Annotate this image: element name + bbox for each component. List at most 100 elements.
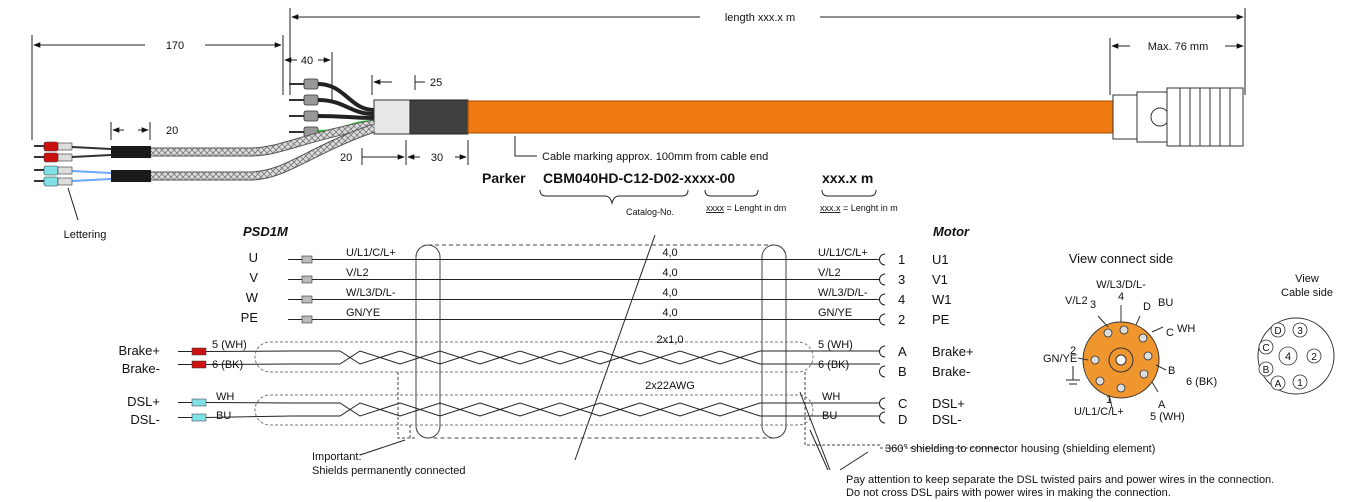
- psd-title: PSD1M: [243, 224, 289, 239]
- motor-pin-2: 2: [898, 312, 905, 327]
- shield-connections: [397, 372, 1000, 449]
- length-label: length xxx.x m: [725, 12, 795, 24]
- motor-label-u1: U1: [932, 252, 949, 267]
- vcable-pin-2: 2: [1311, 352, 1317, 363]
- dimension-length: length xxx.x m: [289, 8, 1246, 95]
- strip-25-label: 25: [430, 77, 442, 89]
- wire-row-v: V V/L2 4,0 V/L2 3 V1: [249, 267, 948, 287]
- dsl-gauge: 2x22AWG: [645, 380, 695, 392]
- motor-pin-a: A: [898, 344, 907, 359]
- vc-pin-5wh: 5 (WH): [1150, 411, 1185, 423]
- vcable-pin-b: B: [1263, 365, 1270, 376]
- vc-pin-gnye: GN/YE: [1043, 353, 1077, 365]
- motor-pin-d: D: [898, 412, 907, 427]
- cable-body: [373, 99, 1114, 135]
- dsl-wire-wh: WH: [216, 391, 234, 403]
- vc-pin-wh: WH: [1177, 323, 1195, 335]
- strip-20-mid-label: 20: [340, 152, 352, 164]
- motor-connector: [1112, 87, 1244, 147]
- vc-pin-v: V/L2: [1065, 295, 1088, 307]
- gauge-u: 4,0: [662, 247, 677, 259]
- motor-pin-b: B: [898, 364, 907, 379]
- gauge-pe: 4,0: [662, 307, 677, 319]
- brake-gauge: 2x1,0: [657, 334, 684, 346]
- brake-wire-6bk-right: 6 (BK): [818, 359, 849, 371]
- motor-label-w1: W1: [932, 292, 952, 307]
- psd-brake-minus: Brake-: [122, 361, 160, 376]
- motor-title: Motor: [933, 224, 970, 239]
- motor-label-pe: PE: [932, 312, 950, 327]
- wire-label-v-right: V/L2: [818, 267, 841, 279]
- motor-pin-3: 3: [898, 272, 905, 287]
- motor-brake-plus: Brake+: [932, 344, 974, 359]
- max-connector-label: Max. 76 mm: [1148, 41, 1209, 53]
- vcable-pin-1: 1: [1297, 378, 1303, 389]
- motor-pin-4: 4: [898, 292, 905, 307]
- view-cable-title-2: Cable side: [1281, 287, 1333, 299]
- brake-pair: 2x1,0 Brake+ Brake- 5 (WH) 6 (BK) 5 (WH)…: [118, 334, 973, 379]
- vc-pin-a: A: [1158, 399, 1166, 411]
- vc-pin-w: W/L3/D/L-: [1096, 279, 1146, 291]
- strip-30-label: 30: [431, 152, 443, 164]
- vc-pin-c: C: [1166, 327, 1174, 339]
- catalog-label: Catalog-No.: [626, 207, 674, 217]
- brake-wire-5wh-right: 5 (WH): [818, 339, 853, 351]
- vc-pin-b: B: [1168, 365, 1175, 377]
- dsl-pair: 2x22AWG DSL+ DSL- WH BU WH BU C D DSL+ D…: [127, 380, 965, 427]
- dimension-170: 170: [31, 35, 284, 140]
- attention-note-2: Do not cross DSL pairs with power wires …: [846, 487, 1171, 499]
- vc-pin-4: 4: [1118, 291, 1124, 303]
- important-note-1: Important:: [312, 451, 362, 463]
- motor-brake-minus: Brake-: [932, 364, 970, 379]
- vc-pin-3: 3: [1090, 299, 1096, 311]
- vc-pin-2: 2: [1070, 345, 1076, 357]
- wire-label-w: W/L3/D/L-: [346, 287, 396, 299]
- psd-pin-v: V: [249, 270, 258, 285]
- psd-pin-w: W: [246, 290, 259, 305]
- dimension-max-connector: Max. 76 mm: [1109, 38, 1244, 95]
- vc-pin-1: 1: [1106, 394, 1112, 406]
- wire-row-pe: PE GN/YE 4,0 GN/YE 2 PE: [241, 307, 950, 327]
- brake-wire-6bk: 6 (BK): [212, 359, 243, 371]
- vc-pin-bu: BU: [1158, 297, 1173, 309]
- gauge-v: 4,0: [662, 267, 677, 279]
- brake-wire-5wh: 5 (WH): [212, 339, 247, 351]
- attention-note-1: Pay attention to keep separate the DSL t…: [846, 474, 1274, 486]
- view-cable-title-1: View: [1295, 273, 1319, 285]
- strip-40-label: 40: [301, 55, 313, 67]
- lettering-label: Lettering: [64, 229, 107, 241]
- vc-pin-d: D: [1143, 301, 1151, 313]
- xxxx-note: xxxx = Lenght in dm: [706, 203, 786, 213]
- wire-row-w: W W/L3/D/L- 4,0 W/L3/D/L- 4 W1: [246, 287, 952, 307]
- wire-label-pe: GN/YE: [346, 307, 380, 319]
- dimension-20-30: 20 30: [340, 140, 469, 165]
- motor-label-v1: V1: [932, 272, 948, 287]
- dsl-wire-bu-right: BU: [822, 410, 837, 422]
- psd-brake-plus: Brake+: [118, 343, 160, 358]
- wire-label-u: U/L1/C/L+: [346, 247, 396, 259]
- vc-pin-6bk: 6 (BK): [1186, 376, 1217, 388]
- shielding-note: 360° shielding to connector housing (shi…: [885, 443, 1155, 455]
- wire-label-pe-right: GN/YE: [818, 307, 852, 319]
- dimension-20-left: 20: [110, 122, 178, 140]
- vc-pin-u: U/L1/C/L+: [1074, 406, 1124, 418]
- view-connect-title: View connect side: [1069, 251, 1174, 266]
- vcable-pin-a: A: [1275, 379, 1282, 390]
- vcable-pin-4: 4: [1285, 351, 1291, 363]
- strip-20-left-label: 20: [166, 125, 178, 137]
- view-connect-side: View connect side W/L3/D/L- 4: [1043, 251, 1217, 423]
- dimension-25: 25: [371, 75, 442, 95]
- part-code: CBM040HD-C12-D02-xxxx-00: [543, 170, 735, 186]
- vcable-pin-c: C: [1262, 343, 1269, 354]
- cable-marking-text: Cable marking approx. 100mm from cable e…: [542, 151, 768, 163]
- part-number-block: Parker CBM040HD-C12-D02-xxxx-00 xxx.x m …: [482, 170, 898, 217]
- power-wire-rows: U U/L1/C/L+ 4,0 U/L1/C/L+ 1 U1 V V/L2 4,…: [241, 247, 952, 327]
- strip-170-label: 170: [166, 40, 184, 52]
- shield-pointer: [574, 234, 656, 461]
- wire-label-v: V/L2: [346, 267, 369, 279]
- wire-label-w-right: W/L3/D/L-: [818, 287, 868, 299]
- dimension-40: 40: [282, 52, 333, 100]
- psd-dsl-plus: DSL+: [127, 394, 160, 409]
- gauge-w: 4,0: [662, 287, 677, 299]
